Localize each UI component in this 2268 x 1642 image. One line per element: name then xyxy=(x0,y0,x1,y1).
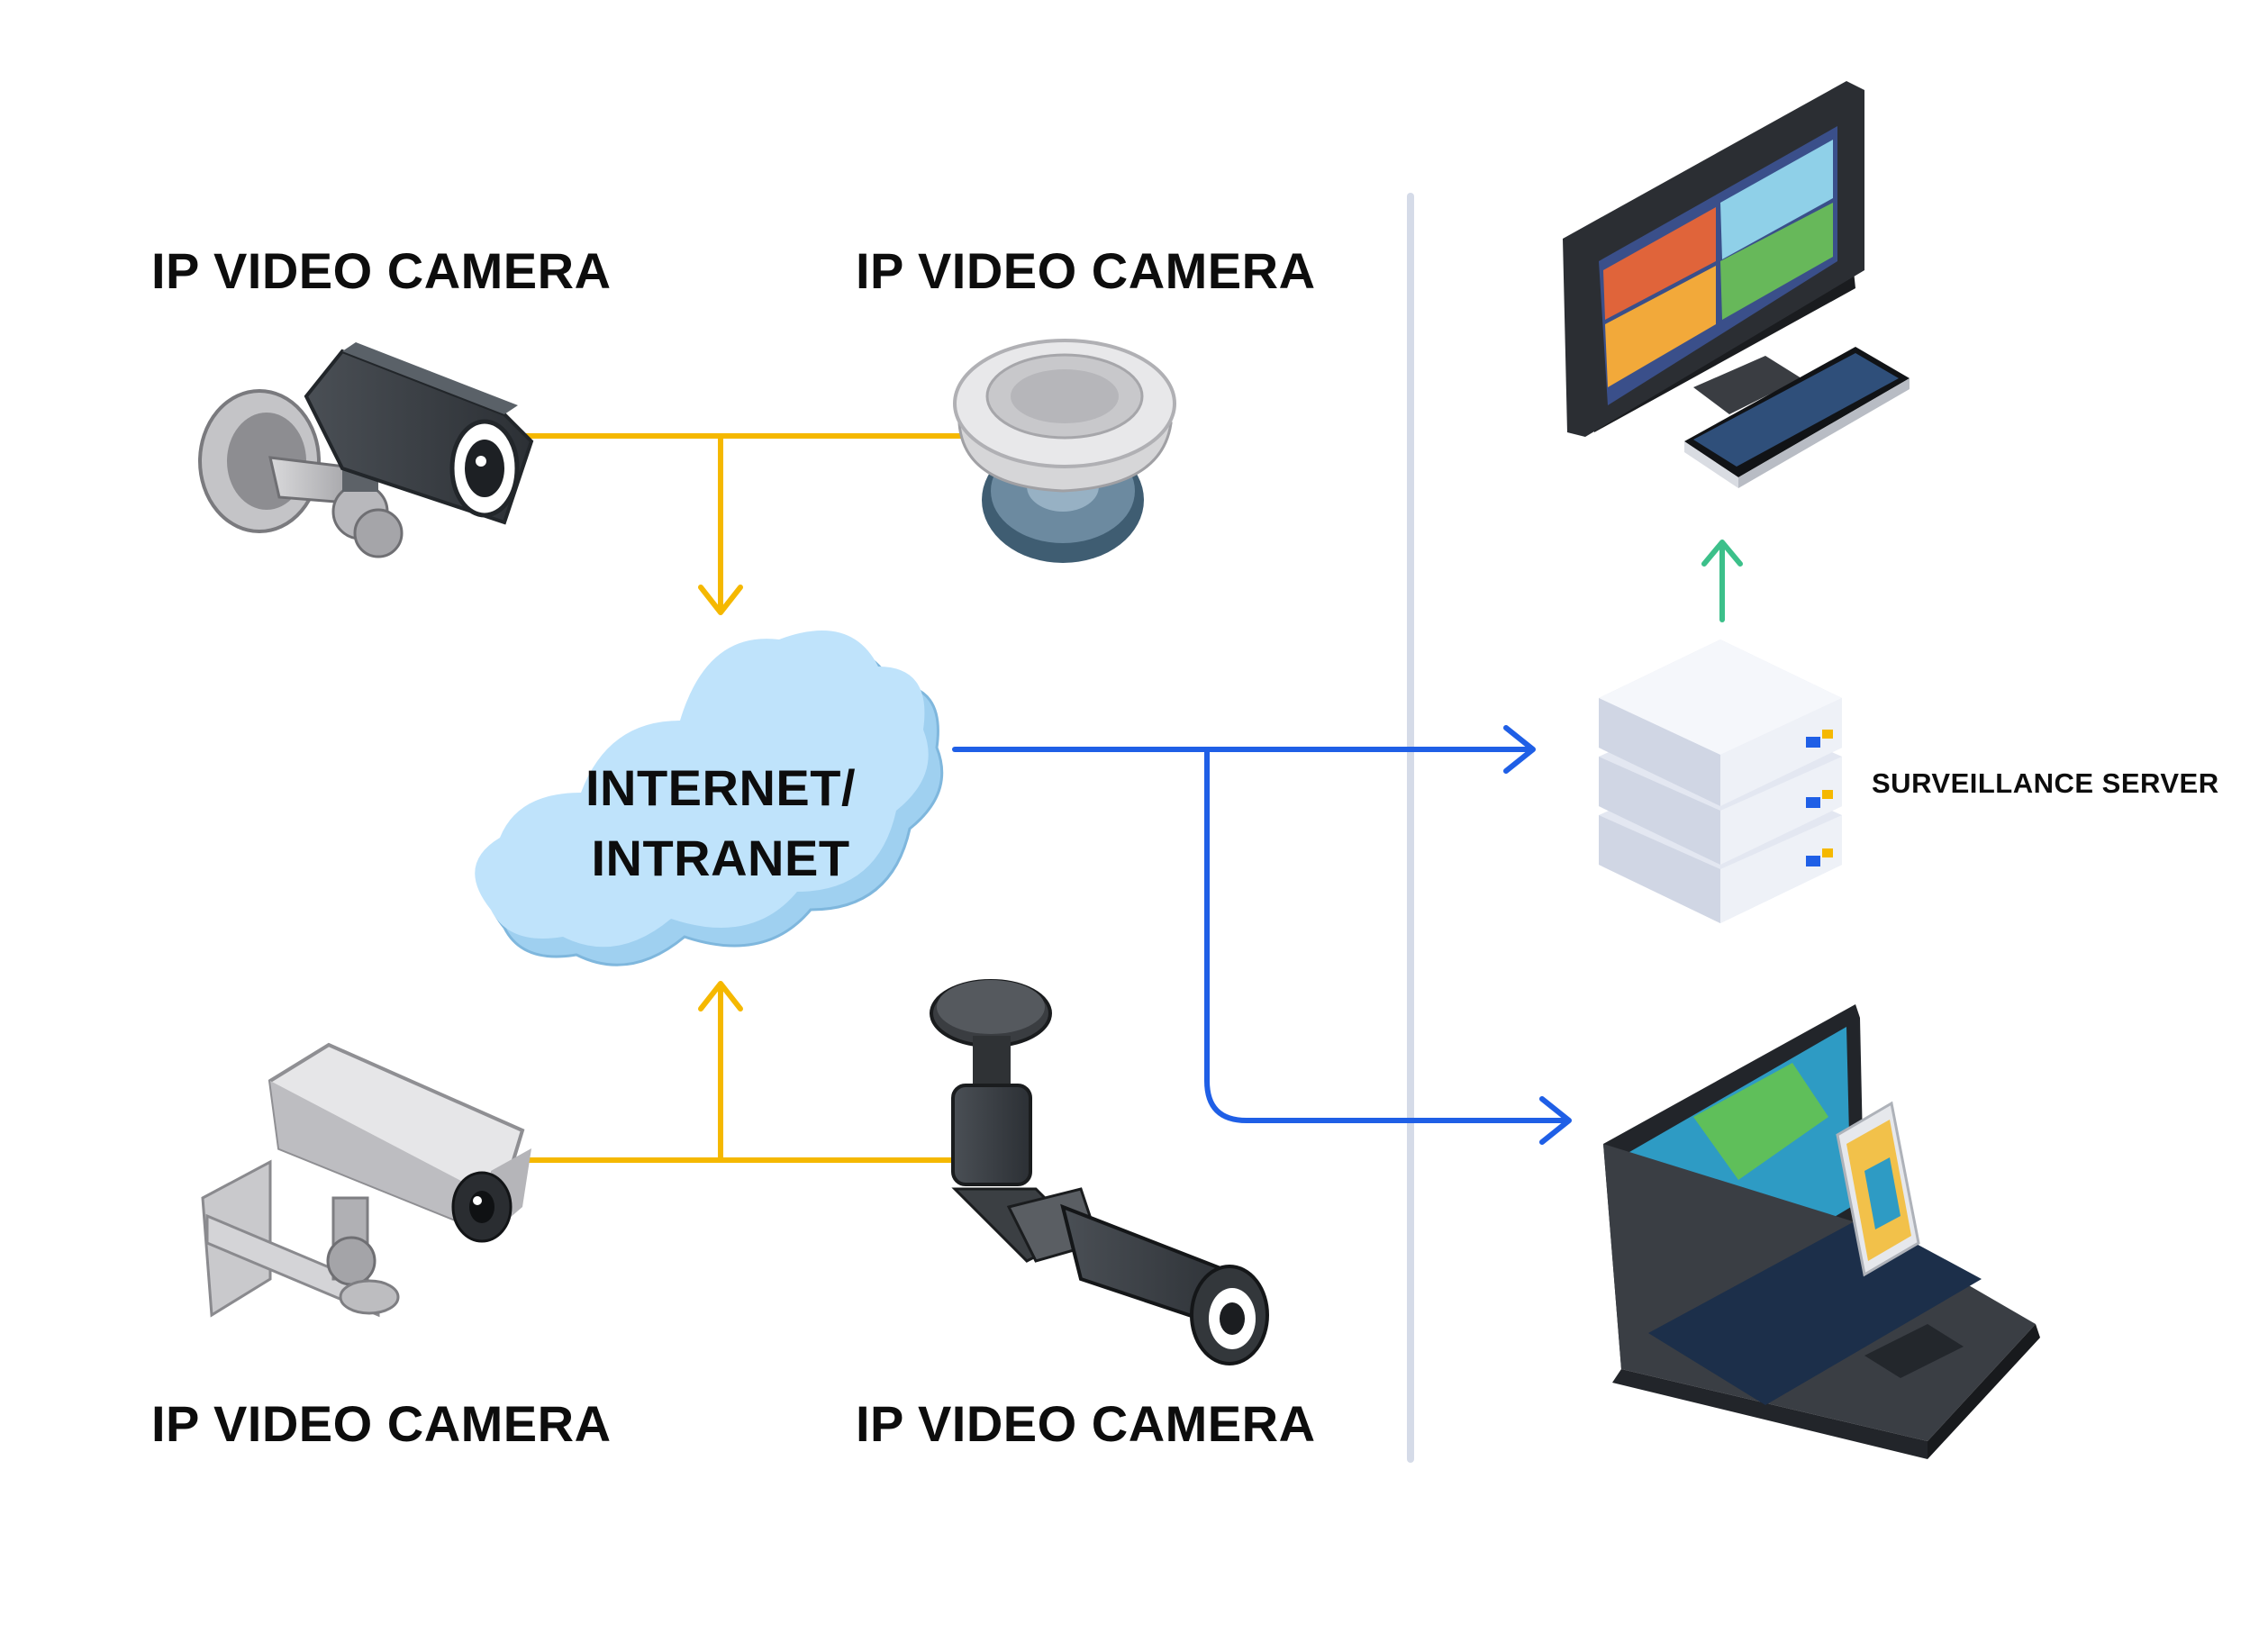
camera-label-top-left: IP VIDEO CAMERA xyxy=(151,242,612,299)
monitor-icon xyxy=(1563,81,1864,437)
network-label-line2: INTRANET xyxy=(591,830,850,886)
camera-label-bottom-left: IP VIDEO CAMERA xyxy=(151,1395,612,1452)
camera-label-top-right: IP VIDEO CAMERA xyxy=(856,242,1316,299)
camera-label-bottom-right: IP VIDEO CAMERA xyxy=(856,1395,1316,1452)
box-camera-icon xyxy=(201,1042,531,1318)
phone-icon xyxy=(1836,1101,1920,1277)
bullet-camera-icon xyxy=(198,342,534,558)
keyboard-icon xyxy=(1684,347,1910,488)
network-label-line1: INTERNET/ xyxy=(585,759,857,816)
bracket-camera-icon xyxy=(930,979,1269,1365)
server-to-monitor-arrow xyxy=(1701,540,1743,622)
server-icon xyxy=(1599,640,1842,923)
cloud-icon xyxy=(475,630,944,966)
server-label: SURVEILLANCE SERVER xyxy=(1872,767,2219,799)
laptop-icon xyxy=(1603,1004,2040,1459)
network-links xyxy=(952,725,1572,1145)
dome-camera-icon xyxy=(953,339,1176,563)
network-label: INTERNET/ INTRANET xyxy=(576,753,865,894)
camera-links xyxy=(520,433,966,1163)
